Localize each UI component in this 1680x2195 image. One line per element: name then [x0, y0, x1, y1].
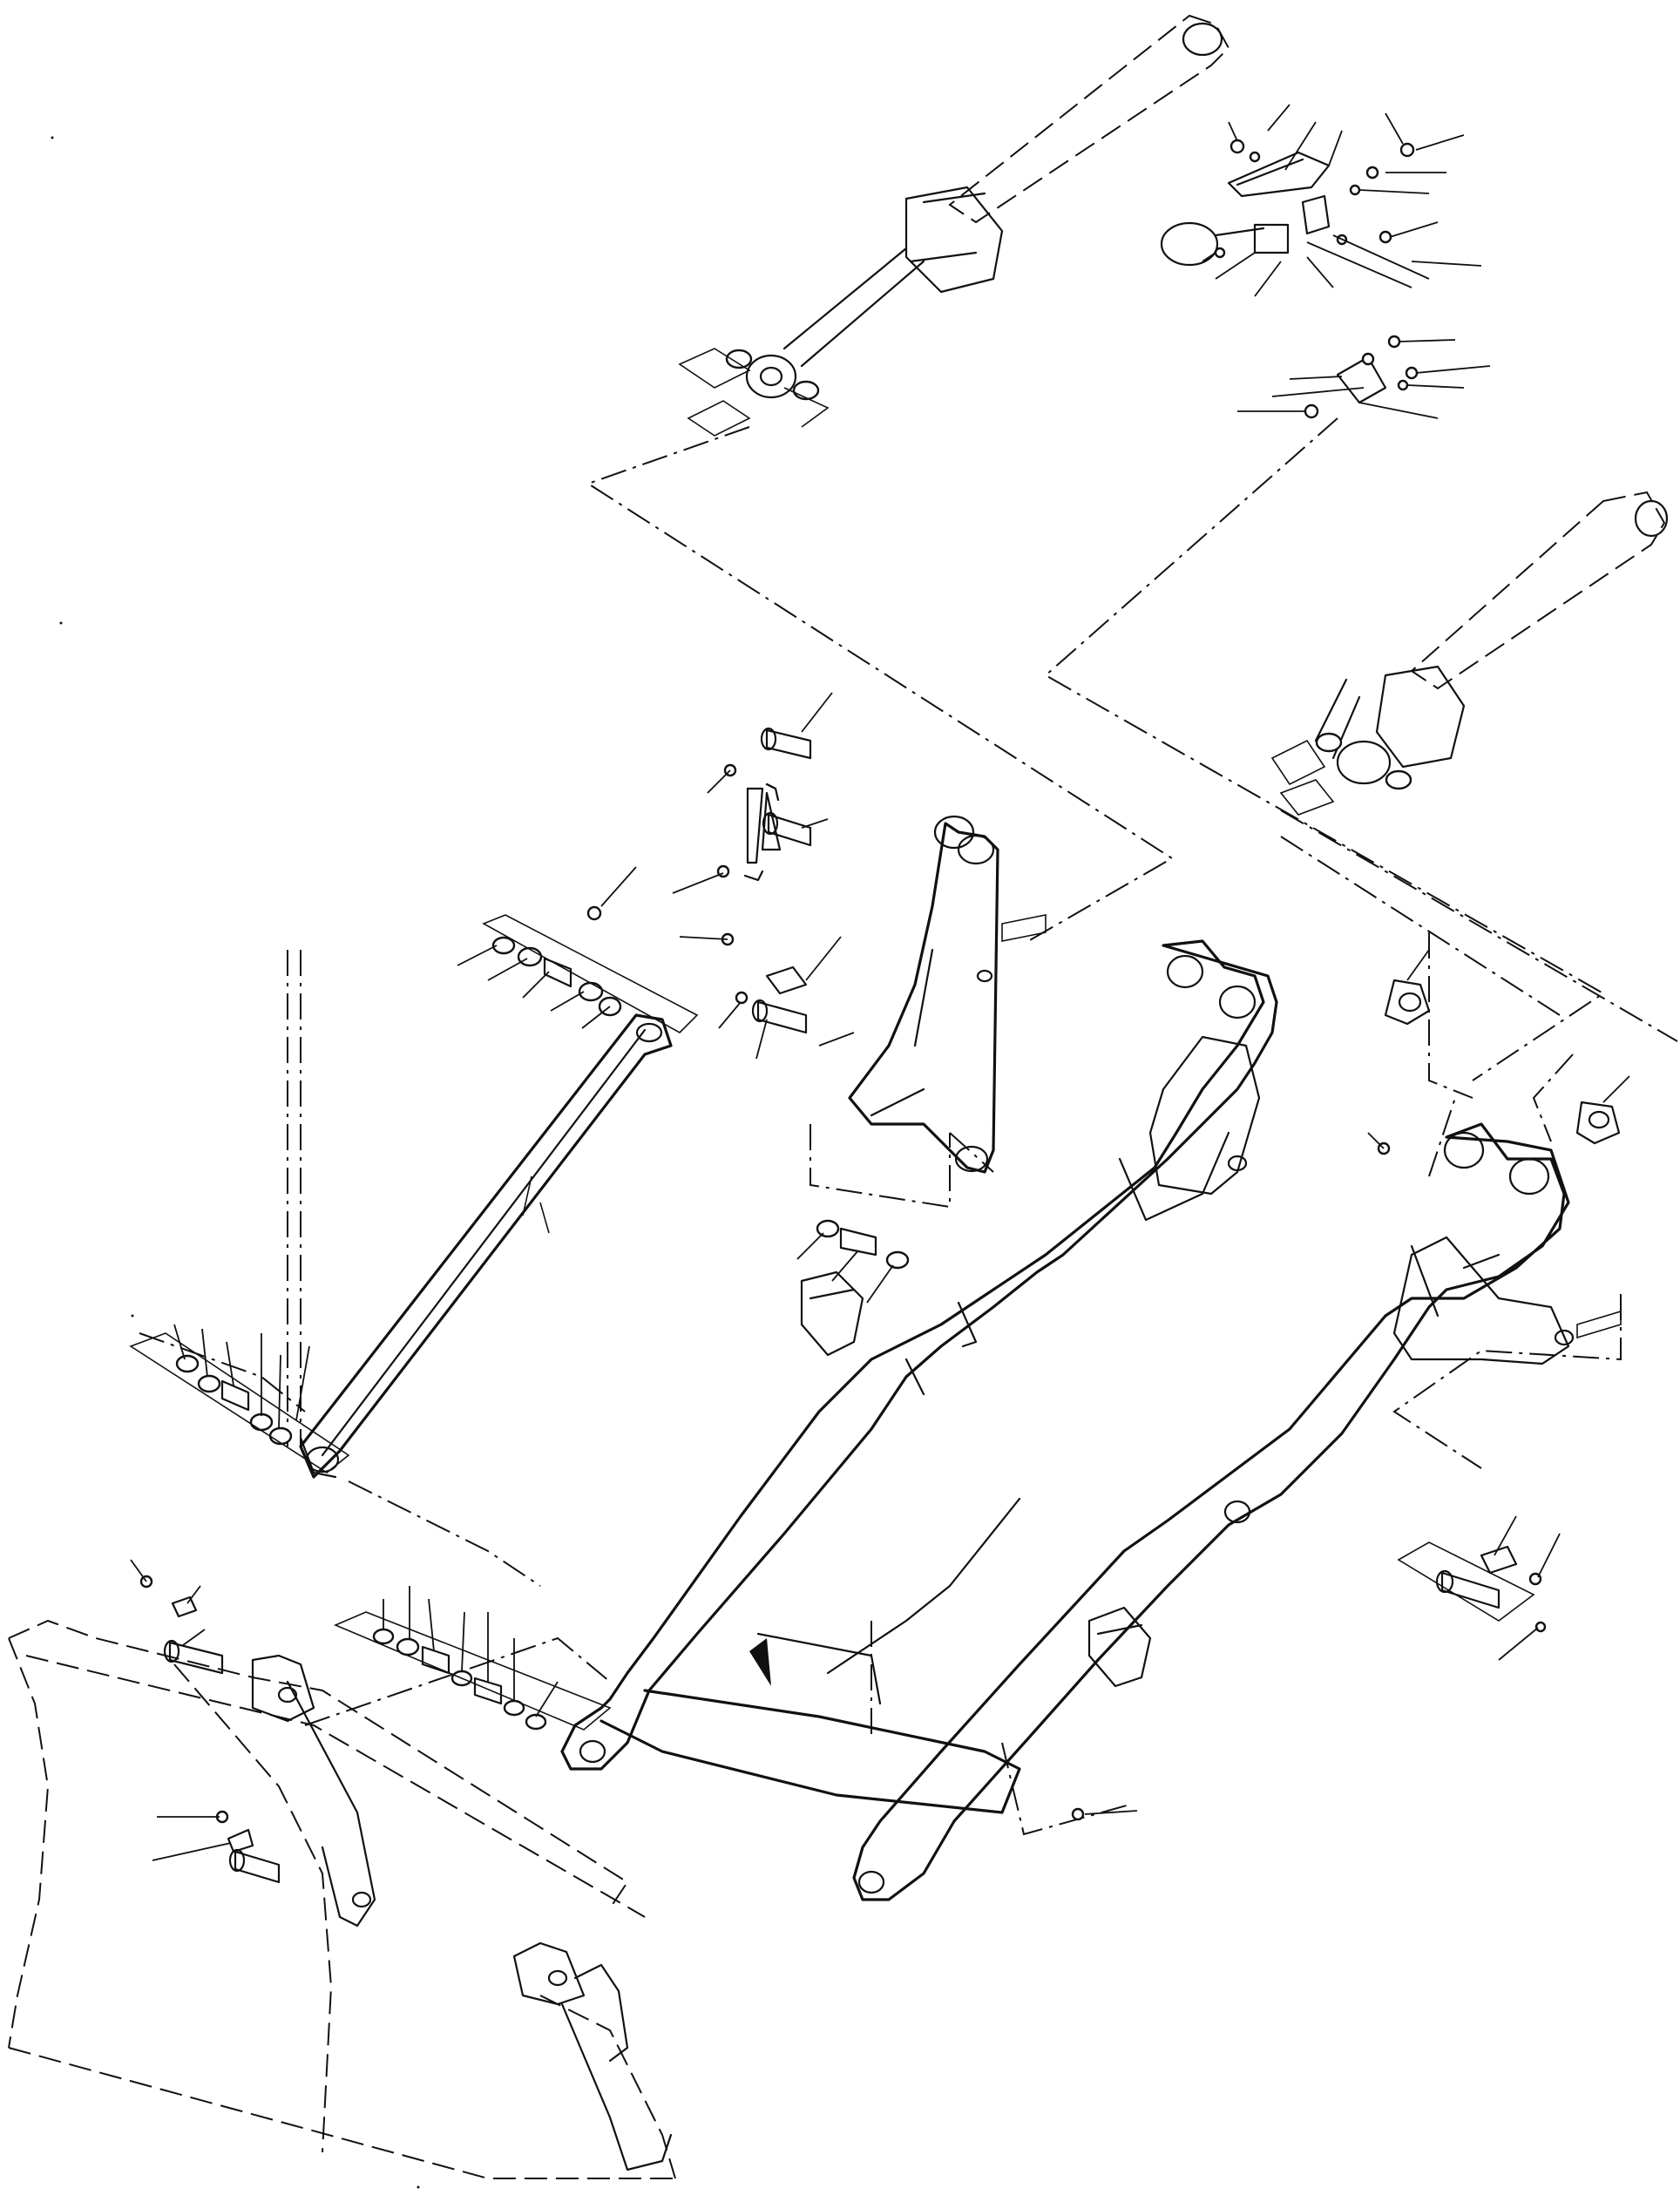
middle-bushings	[796, 1219, 910, 1304]
bucket-pins	[130, 1559, 281, 1884]
cross-tube-bolt	[1071, 1807, 1138, 1821]
boom-stop-blocks	[800, 1270, 1152, 1688]
cylinder-pin-washers-top	[678, 348, 830, 437]
boom-cross-tube	[600, 1497, 1021, 1814]
link-pins-upper	[586, 727, 812, 1034]
boom-arm-right	[852, 1122, 1570, 1901]
tie-rod-upper	[299, 1013, 673, 1479]
leader-lines-top-right	[1202, 104, 1491, 419]
sensor-bracket-assembly	[1160, 139, 1415, 267]
bucket	[8, 1619, 676, 2179]
boom-cylinder-left	[745, 14, 1230, 399]
bottom-bushings-row	[333, 1586, 612, 1731]
bell-crank-plate	[848, 815, 1047, 1174]
assembly-connection-lines	[139, 417, 1678, 1836]
boom-cylinder-right	[1270, 491, 1669, 816]
boom-arm-left	[560, 939, 1278, 1771]
bushings-rod-top	[482, 914, 699, 1033]
scan-marks	[51, 136, 420, 2189]
arm-pin-right	[1397, 1515, 1561, 1661]
arm-brackets	[1148, 1035, 1622, 1365]
bracket-plate-middle	[1304, 335, 1419, 419]
leader-lines-rod	[173, 945, 611, 1430]
bushings-rod-bottom	[129, 1332, 350, 1473]
leader-lines-upper-center	[600, 692, 855, 1060]
right-arm-bushings	[1367, 949, 1630, 1155]
